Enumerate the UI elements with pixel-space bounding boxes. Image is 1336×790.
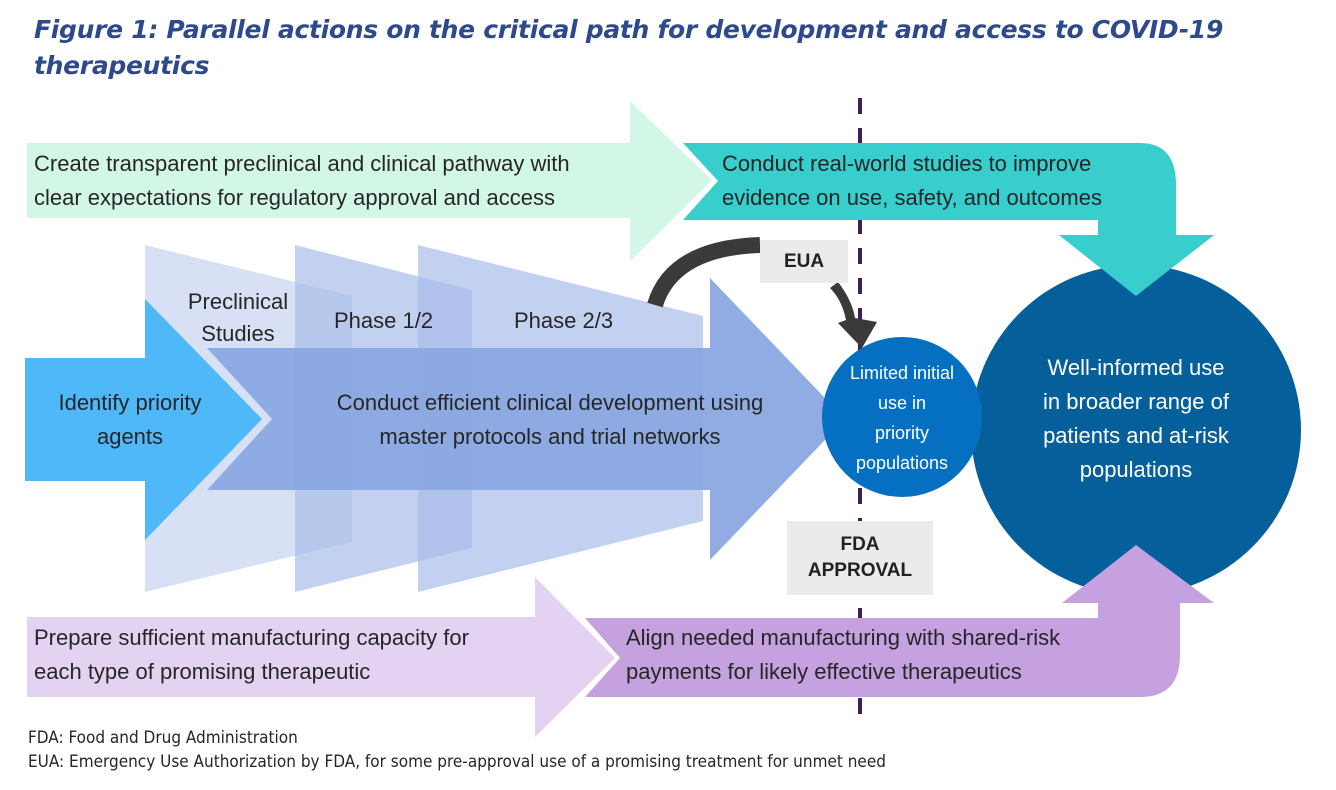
identify-agents-line-2: agents [96, 424, 164, 449]
identify-agents-line-1: Identify priority [58, 390, 202, 415]
preclinical-label: Preclinical Studies [168, 286, 308, 350]
prepare-manufacturing-line-1: Prepare sufficient manufacturing capacit… [34, 625, 469, 650]
real-world-studies-arrow [683, 143, 1214, 296]
align-manufacturing-line-1: Align needed manufacturing with shared-r… [626, 625, 1061, 650]
fda-approval-line-2: APPROVAL [807, 560, 913, 581]
preclinical-line-2: Studies [201, 321, 275, 346]
clinical-development-arrow [207, 278, 845, 560]
footnote-eua: EUA: Emergency Use Authorization by FDA,… [28, 752, 886, 772]
clinical-development-line-1: Conduct efficient clinical development u… [336, 390, 764, 415]
well-informed-use-circle [971, 265, 1301, 595]
phase-2-3-label: Phase 2/3 [514, 308, 614, 333]
fda-approval-line-1: FDA [840, 534, 880, 555]
align-manufacturing-label: Align needed manufacturing with shared-r… [626, 621, 1060, 689]
transparent-pathway-line-2: clear expectations for regulatory approv… [34, 185, 555, 210]
clinical-development-label: Conduct efficient clinical development u… [280, 386, 820, 454]
figure-title-line-1: Figure 1: Parallel actions on the critic… [34, 15, 1224, 44]
eua-curved-arrow [647, 237, 761, 308]
well-informed-line-3: patients and at-risk [1043, 423, 1229, 448]
eua-milestone-box: EUA [760, 240, 848, 283]
clinical-development-line-2: master protocols and trial networks [379, 424, 721, 449]
real-world-studies-label: Conduct real-world studies to improve ev… [722, 147, 1102, 215]
transparent-pathway-line-1: Create transparent preclinical and clini… [34, 151, 570, 176]
preclinical-line-1: Preclinical [187, 289, 289, 314]
prepare-manufacturing-label: Prepare sufficient manufacturing capacit… [34, 621, 469, 689]
limited-use-circle [822, 337, 982, 497]
well-informed-use-label: Well-informed use in broader range of pa… [1000, 351, 1272, 487]
identify-agents-label: Identify priority agents [28, 386, 232, 454]
prepare-manufacturing-line-2: each type of promising therapeutic [34, 659, 371, 684]
real-world-studies-arrowhead [1059, 235, 1214, 296]
well-informed-line-1: Well-informed use [1047, 355, 1225, 380]
align-manufacturing-arrow [585, 545, 1214, 697]
eua-milestone-label: EUA [783, 250, 825, 272]
prepare-manufacturing-arrow [27, 577, 615, 737]
real-world-studies-line-2: evidence on use, safety, and outcomes [722, 185, 1102, 210]
transparent-pathway-label: Create transparent preclinical and clini… [34, 147, 570, 215]
figure-title-line-2: therapeutics [34, 51, 210, 80]
limited-use-line-4: populations [855, 453, 949, 473]
limited-use-label: Limited initial use in priority populati… [832, 358, 972, 478]
phase-1-2-label: Phase 1/2 [334, 308, 434, 333]
real-world-studies-line-1: Conduct real-world studies to improve [722, 151, 1092, 176]
transparent-pathway-arrow [27, 101, 712, 261]
well-informed-line-4: populations [1079, 457, 1193, 482]
figure-title: Figure 1: Parallel actions on the critic… [34, 12, 1314, 84]
eua-arrowhead [830, 282, 877, 348]
identify-agents-arrow [25, 299, 262, 540]
footnote-fda: FDA: Food and Drug Administration [28, 728, 298, 748]
limited-use-line-3: priority [874, 423, 929, 443]
limited-use-line-2: use in [877, 393, 927, 413]
align-manufacturing-line-2: payments for likely effective therapeuti… [626, 659, 1022, 684]
well-informed-line-2: in broader range of [1043, 389, 1229, 414]
limited-use-line-1: Limited initial [849, 363, 955, 383]
fda-approval-box: FDA APPROVAL [787, 521, 933, 595]
